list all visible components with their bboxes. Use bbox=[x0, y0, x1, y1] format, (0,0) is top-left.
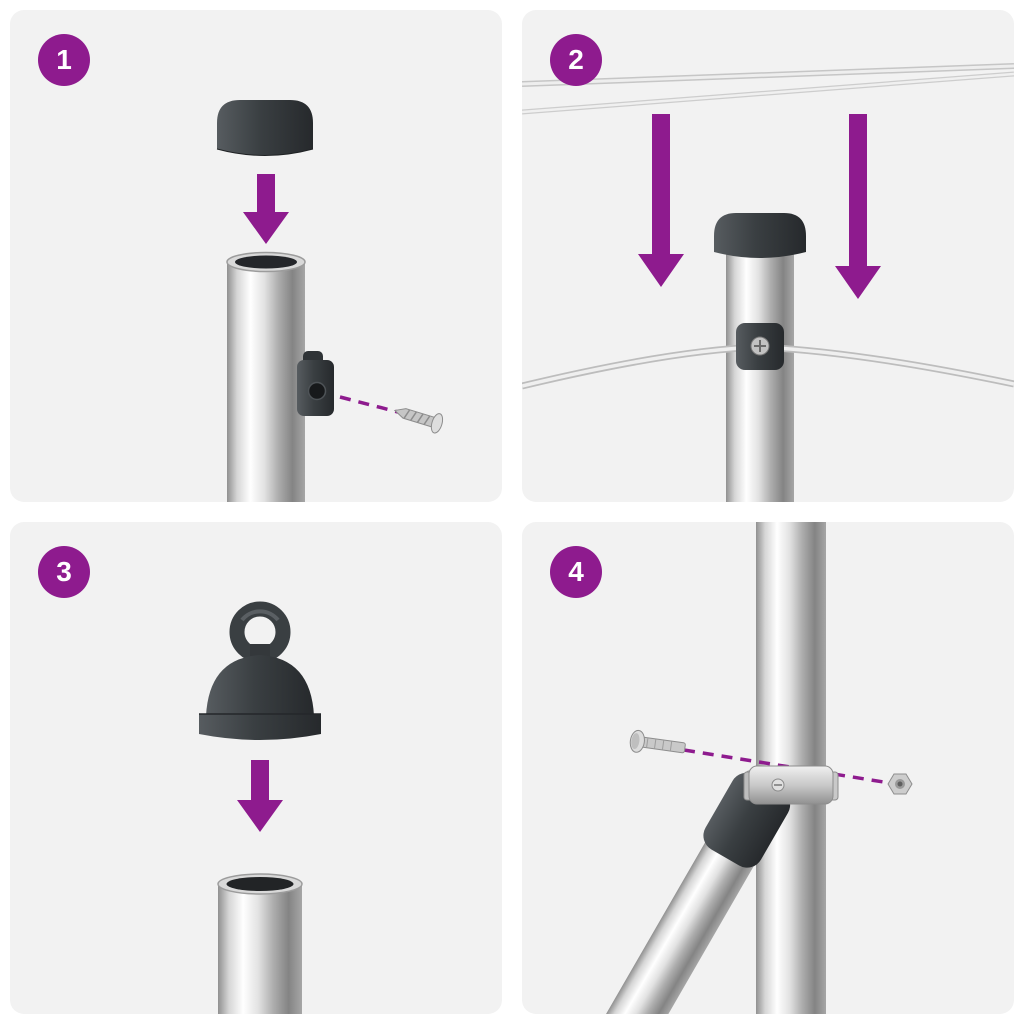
down-arrow-icon bbox=[237, 760, 283, 832]
down-arrow-left-icon bbox=[638, 114, 684, 287]
upper-tension-wires bbox=[522, 63, 1014, 115]
step-panel-4: 4 bbox=[522, 522, 1014, 1014]
post-cap bbox=[216, 100, 314, 156]
step-panel-2: 2 bbox=[522, 10, 1014, 502]
screw-clamp bbox=[297, 351, 334, 416]
step-panel-3: 3 bbox=[10, 522, 502, 1014]
step-number-badge: 1 bbox=[38, 34, 90, 86]
step-4-illustration bbox=[600, 522, 913, 1014]
step-number-badge: 3 bbox=[38, 546, 90, 598]
bolt-icon bbox=[629, 729, 686, 754]
pipe-clamp bbox=[743, 765, 839, 805]
screw-icon bbox=[393, 408, 444, 434]
step-panel-1: 1 bbox=[10, 10, 502, 502]
nut-icon bbox=[887, 773, 913, 795]
metal-post bbox=[226, 251, 306, 502]
down-arrow-right-icon bbox=[835, 114, 881, 299]
capped-post bbox=[714, 213, 806, 502]
eyelet-cap bbox=[199, 601, 321, 740]
dashed-guide-line bbox=[683, 748, 897, 786]
wire-clamp bbox=[736, 323, 784, 370]
step-number-badge: 2 bbox=[550, 34, 602, 86]
step-1-illustration bbox=[216, 100, 444, 502]
dashed-guide-line bbox=[339, 395, 399, 414]
step-2-illustration bbox=[522, 63, 1014, 502]
step-number-badge: 4 bbox=[550, 546, 602, 598]
metal-tube bbox=[217, 873, 303, 1014]
down-arrow-icon bbox=[243, 174, 289, 244]
step-3-illustration bbox=[199, 601, 321, 1014]
